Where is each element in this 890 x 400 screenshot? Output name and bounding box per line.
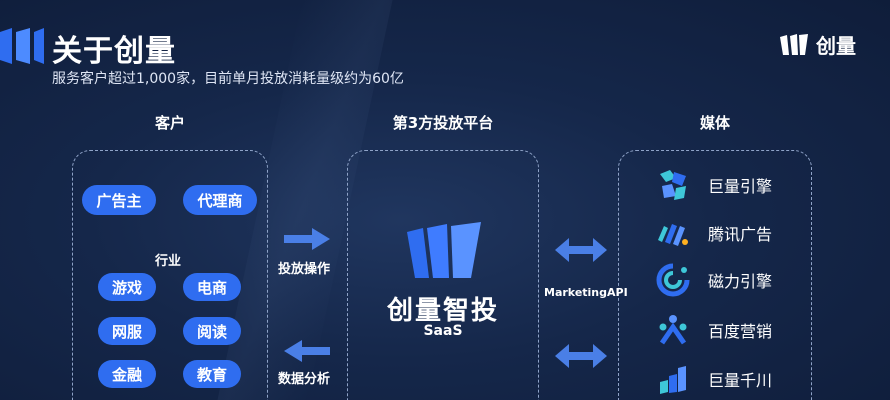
customers-box	[72, 150, 268, 400]
platform-heading: 第3方投放平台	[392, 114, 494, 132]
media-label: 磁力引擎	[708, 272, 773, 291]
marketing-api-label: MarketingAPI	[544, 286, 628, 299]
media-item-magnetic-engine: 磁力引擎	[656, 263, 772, 297]
customers-heading: 客户	[154, 114, 185, 132]
media-box	[618, 150, 812, 400]
baidu-marketing-icon	[659, 315, 687, 345]
ocean-engine-icon	[660, 170, 686, 200]
agency-pill: 代理商	[183, 185, 257, 215]
media-label: 腾讯广告	[708, 225, 773, 244]
media-label: 巨量千川	[708, 371, 773, 390]
logo-text: 创量	[816, 34, 856, 58]
media-item-ocean-engine: 巨量引擎	[656, 168, 772, 202]
advertiser-pill: 广告主	[82, 185, 156, 215]
tencent-ads-icon	[658, 224, 688, 246]
media-item-baidu-marketing: 百度营销	[656, 313, 772, 347]
industry-label: 行业	[155, 254, 182, 269]
media-label: 百度营销	[708, 322, 773, 341]
industry-pill-netservice: 网服	[98, 317, 156, 345]
platform-box	[347, 150, 539, 400]
chuangliang-platform-logo-icon	[407, 222, 481, 278]
page-title: 关于创量	[52, 34, 176, 69]
page-subtitle: 服务客户超过1,000家，目前单月投放消耗量级约为60亿	[52, 71, 404, 87]
qianchuan-icon	[660, 366, 686, 394]
chuangliang-logo-icon	[780, 33, 808, 55]
media-item-tencent-ads: 腾讯广告	[656, 216, 772, 250]
industry-pill-education: 教育	[183, 360, 241, 388]
arrow-left-icon	[284, 340, 330, 362]
media-item-qianchuan: 巨量千川	[656, 362, 772, 396]
magnetic-engine-icon	[656, 263, 690, 297]
industry-pill-ecommerce: 电商	[183, 273, 241, 301]
platform-saas: SaaS	[423, 323, 463, 339]
media-heading: 媒体	[699, 114, 730, 132]
flow-label-operation: 投放操作	[278, 262, 331, 277]
industry-pill-reading: 阅读	[183, 317, 241, 345]
media-label: 巨量引擎	[708, 177, 773, 196]
flow-label-analysis: 数据分析	[278, 372, 331, 387]
double-arrow-icon	[555, 238, 607, 262]
brand-logo: 创量	[780, 30, 856, 59]
double-arrow-icon	[555, 344, 607, 368]
industry-pill-finance: 金融	[98, 360, 156, 388]
arrow-right-icon	[284, 228, 330, 250]
platform-name: 创量智投	[386, 296, 499, 326]
industry-pill-game: 游戏	[98, 273, 156, 301]
accent-bar-icon	[0, 28, 44, 64]
